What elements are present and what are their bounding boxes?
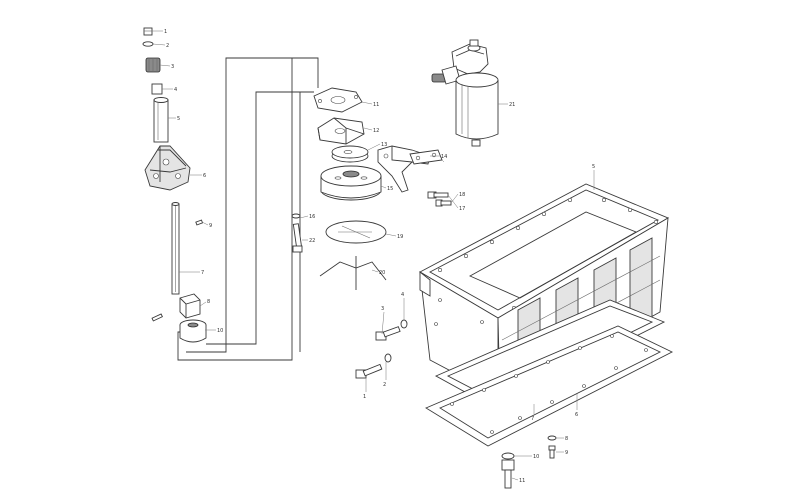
callout-label: 6 [575, 412, 578, 418]
plate-holes [450, 334, 648, 434]
callout-label: 5 [592, 164, 595, 170]
star-housing [144, 145, 191, 191]
callout-label: 8 [207, 299, 210, 305]
pump-cover [317, 117, 365, 145]
sump-washer-rear [400, 319, 408, 329]
bracket-bolt [427, 191, 449, 199]
sump-washer-front [384, 353, 392, 363]
callout-label: 6 [203, 173, 206, 179]
coupling-block [179, 293, 201, 319]
callout-label: 15 [387, 186, 393, 192]
callout-label: 17 [459, 206, 465, 212]
drain-washer [547, 435, 557, 441]
oil-pipe [177, 57, 319, 361]
callout-label: 19 [397, 234, 403, 240]
sump-bolt-rear [375, 326, 401, 341]
strainer-screen [325, 220, 387, 244]
sump-fasteners [355, 319, 557, 489]
locating-pin [195, 219, 204, 226]
callout-label: 4 [401, 292, 404, 298]
strainer-spring [319, 256, 387, 290]
upper-shaft [153, 97, 169, 143]
callout-label: 1 [363, 394, 366, 400]
bottom-bolt [501, 452, 515, 489]
callout-label: 9 [565, 450, 568, 456]
callout-label: 11 [373, 102, 379, 108]
bracket-bolt-2 [435, 199, 452, 207]
pump-body [320, 165, 382, 201]
sump-bolt-front [355, 363, 383, 379]
pump-drive-shaft-assembly [142, 27, 207, 343]
callout-label: 10 [533, 454, 539, 460]
callout-label: 18 [459, 192, 465, 198]
callout-label: 2 [166, 43, 169, 49]
callout-label: 12 [373, 128, 379, 134]
callout-label: 7 [201, 270, 204, 276]
callout-label: 16 [309, 214, 315, 220]
callout-label: 3 [381, 306, 384, 312]
top-nut [143, 27, 153, 36]
drive-gear [145, 57, 161, 73]
callout-label: 2 [383, 382, 386, 388]
small-pin [151, 313, 163, 322]
callout-label: 9 [209, 223, 212, 229]
callout-label: 14 [441, 154, 447, 160]
oil-pump-assembly [291, 87, 452, 290]
oil-filter [431, 39, 499, 147]
callout-label: 4 [174, 87, 177, 93]
leader-lines [152, 30, 595, 481]
oil-sump [419, 183, 674, 447]
callout-label: 11 [519, 478, 525, 484]
callout-label: 20 [379, 270, 385, 276]
callout-label: 22 [309, 238, 315, 244]
pump-gears [331, 145, 369, 163]
callout-label: 3 [171, 64, 174, 70]
pump-mount-bolt [291, 213, 303, 253]
pump-flange-gasket [313, 87, 363, 113]
callout-label: 7 [531, 416, 534, 422]
lower-shaft [171, 202, 180, 295]
callout-label: 10 [217, 328, 223, 334]
callout-label: 1 [164, 29, 167, 35]
callout-label: 13 [381, 142, 387, 148]
callout-labels: 1 2 3 4 5 6 7 8 9 10 11 12 13 14 15 16 1… [164, 29, 595, 484]
sleeve [151, 83, 163, 95]
drain-plug [548, 445, 556, 459]
callout-label: 21 [509, 102, 515, 108]
callout-label: 8 [565, 436, 568, 442]
washer [142, 41, 154, 47]
callout-label: 5 [177, 116, 180, 122]
drive-cup [179, 319, 207, 343]
